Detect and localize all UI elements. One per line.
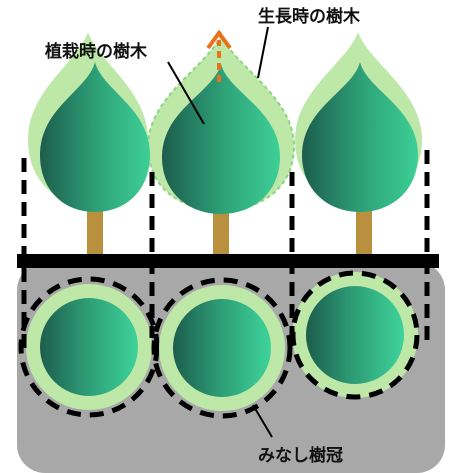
growth-arrow xyxy=(206,29,232,82)
trunk-center xyxy=(213,210,229,258)
trunk-left xyxy=(87,208,103,258)
trunk-right xyxy=(356,208,372,258)
grown-tree-leader xyxy=(257,26,269,79)
deemed-canopy-label: みなし樹冠 xyxy=(258,445,343,466)
canopy-circle-center xyxy=(151,277,293,419)
canopy-circle-left xyxy=(18,276,160,418)
deemed-canopy-leader xyxy=(252,404,273,438)
planted-crown-right xyxy=(302,62,418,212)
planted-crown-left xyxy=(40,62,150,212)
planted-tree-leader xyxy=(167,61,205,125)
canopy-circle-right xyxy=(290,270,420,400)
planted-tree-label: 植栽時の樹木 xyxy=(45,41,148,62)
grown-tree-label: 生長時の樹木 xyxy=(258,6,361,27)
ground-line xyxy=(17,254,439,268)
